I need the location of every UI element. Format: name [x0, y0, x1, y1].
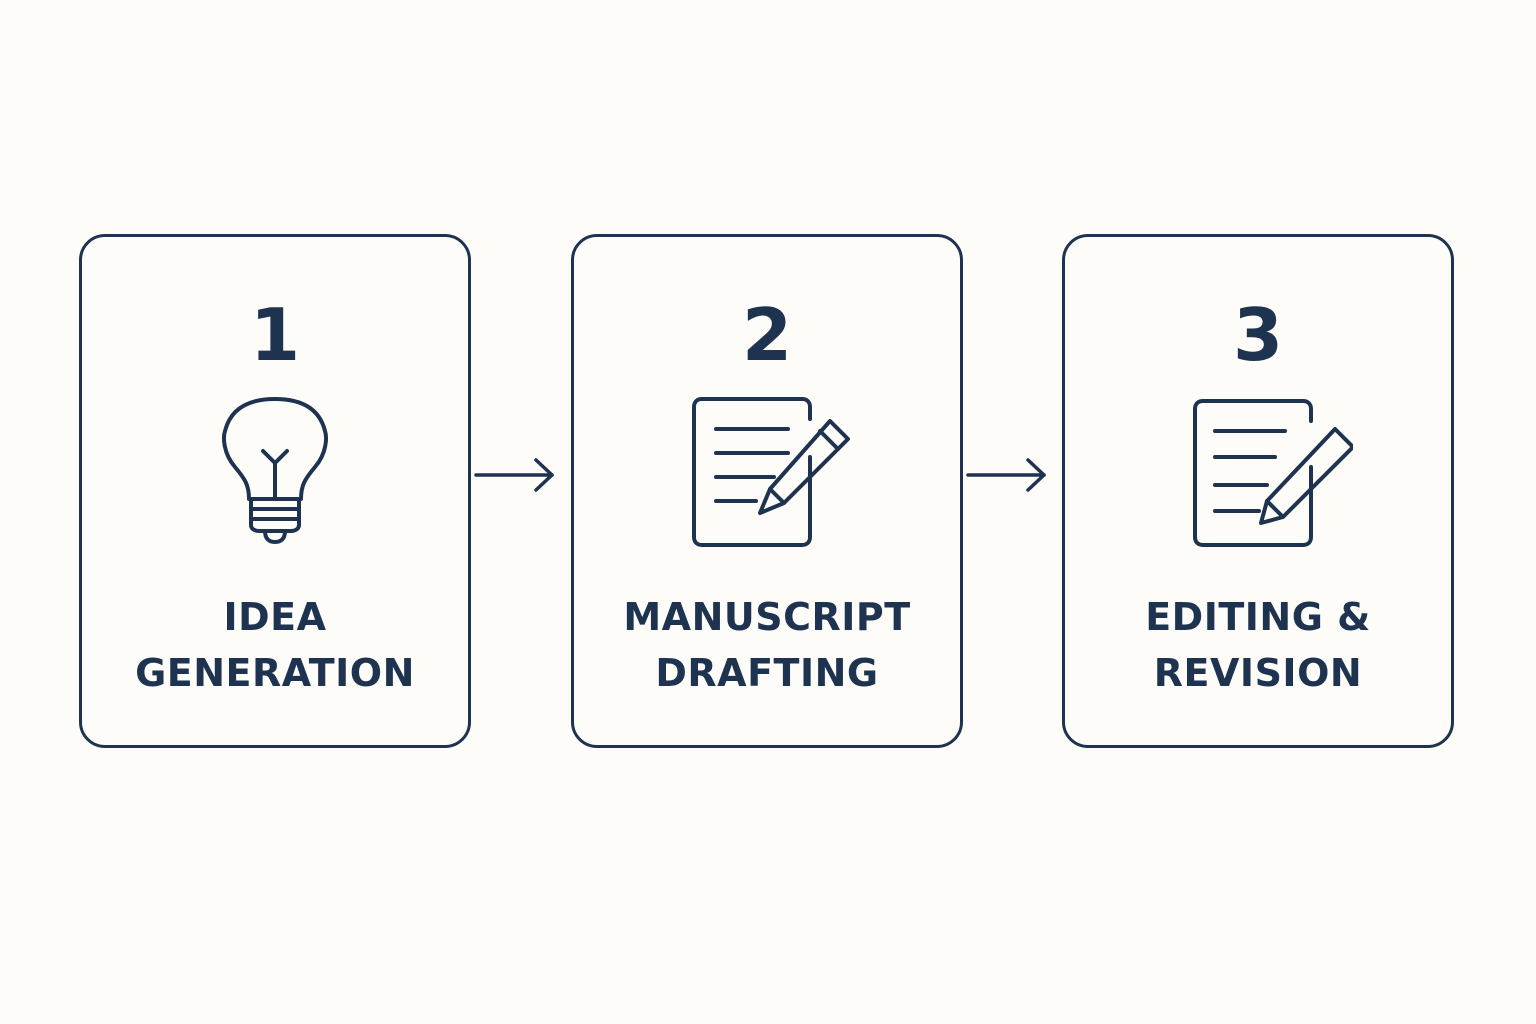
step-card-editing-revision: 3 EDITING & REVISION: [1062, 234, 1454, 748]
arrow-right-icon: [966, 458, 1046, 492]
step-label-line1: MANUSCRIPT: [623, 595, 911, 639]
step-label-line2: REVISION: [1153, 651, 1363, 695]
document-pencil-icon: [1193, 399, 1353, 547]
step-number: 2: [741, 293, 793, 377]
step-number: 3: [1232, 293, 1284, 377]
step-label: EDITING & REVISION: [1065, 589, 1451, 701]
step-label-line1: IDEA: [223, 595, 327, 639]
arrow-right-icon: [474, 458, 554, 492]
step-number: 1: [249, 293, 301, 377]
step-label-line1: EDITING &: [1145, 595, 1371, 639]
step-label-line2: GENERATION: [135, 651, 415, 695]
document-pencil-icon: [692, 397, 850, 547]
step-label-line2: DRAFTING: [655, 651, 879, 695]
step-card-manuscript-drafting: 2 MANUSCRIPT DRAFTING: [571, 234, 963, 748]
step-label: MANUSCRIPT DRAFTING: [574, 589, 960, 701]
lightbulb-icon: [222, 397, 328, 544]
step-card-idea-generation: 1 IDEA GENERATION: [79, 234, 471, 748]
step-label: IDEA GENERATION: [82, 589, 468, 701]
